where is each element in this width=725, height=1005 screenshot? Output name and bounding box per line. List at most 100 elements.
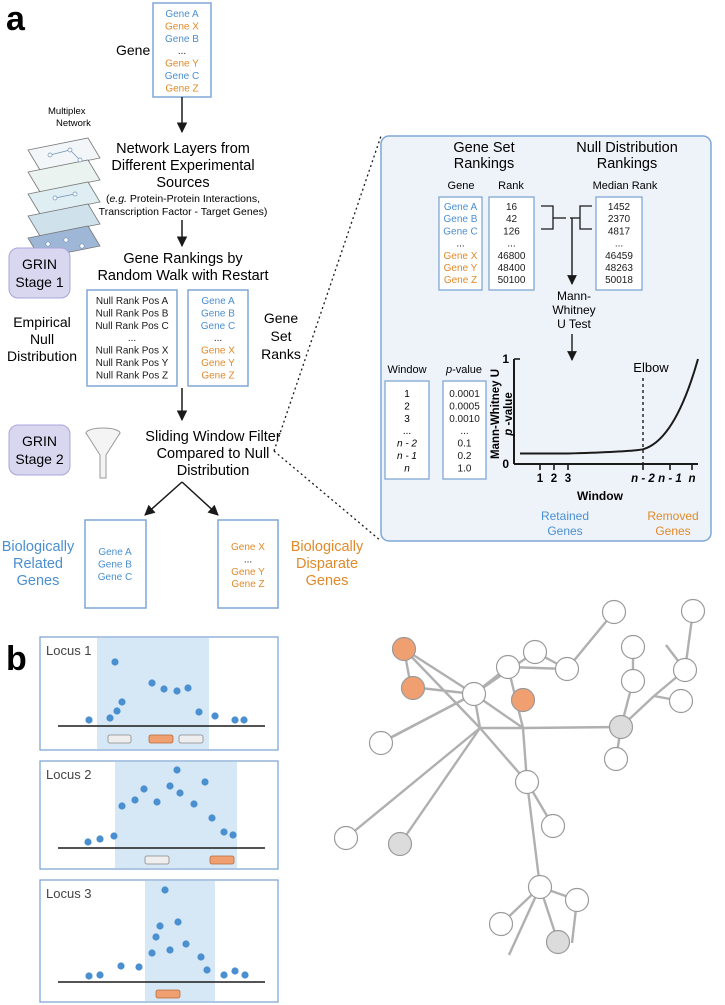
col-rank: Rank <box>498 180 524 192</box>
network-node <box>601 599 627 625</box>
network-layers-2: Different Experimental <box>111 158 254 174</box>
disparate-gene-item: ... <box>244 554 252 565</box>
gsr-title-1: Gene Set <box>453 140 514 156</box>
locus-2-panel: Locus 2 <box>39 760 279 870</box>
x-axis-label: Window <box>577 489 624 503</box>
network-node <box>680 598 706 624</box>
null-rank-item: ... <box>128 333 136 344</box>
null-rank-item: Null Rank Pos C <box>95 321 168 332</box>
inset-gene-item: Gene X <box>444 251 478 262</box>
col-gene: Gene <box>448 180 475 192</box>
col-median-rank: Median Rank <box>593 180 658 192</box>
inset-rank-item: 16 <box>506 202 518 213</box>
arrow-4 <box>144 481 183 516</box>
callout-line-bottom <box>273 450 382 542</box>
col-window: Window <box>387 364 426 376</box>
network-node <box>620 668 646 694</box>
set-ranks-box <box>187 289 249 387</box>
gene-set-item: Gene C <box>165 71 199 82</box>
network-node <box>522 639 548 665</box>
gene-set-item: Gene B <box>165 34 199 45</box>
inset-median-item: 50018 <box>605 275 633 286</box>
gene-set-ranks-1: Gene <box>264 310 298 326</box>
retained-1: Retained <box>541 509 589 523</box>
network-node <box>620 634 646 660</box>
inset-gene-item: ... <box>456 239 464 250</box>
set-rank-item: Gene Y <box>201 358 235 369</box>
window-item: ... <box>403 426 411 437</box>
gene-set-item: Gene X <box>165 21 199 32</box>
pvalue-curve <box>520 358 699 455</box>
locus-3-label: Locus 3 <box>46 886 92 901</box>
inset-median-item: 2370 <box>608 214 631 225</box>
empirical-null-3: Distribution <box>7 348 77 364</box>
network-node <box>527 874 553 900</box>
set-rank-item: ... <box>214 333 222 344</box>
null-rank-item: Null Rank Pos Z <box>96 370 168 381</box>
set-rank-item: Gene A <box>201 296 235 307</box>
network-node <box>545 929 571 955</box>
disparate-gene-item: Gene X <box>231 542 265 553</box>
callout-line-top <box>273 135 382 452</box>
network-node <box>514 769 540 795</box>
network-node <box>608 714 634 740</box>
gene-rankings-1: Gene Rankings by <box>123 251 243 267</box>
inset-median-box <box>595 196 643 291</box>
set-rank-item: Gene C <box>201 321 235 332</box>
disparate-label-1: Biologically <box>291 539 364 555</box>
pvalue-box <box>442 380 487 480</box>
stage2-badge <box>8 424 71 476</box>
set-rank-item: Gene B <box>201 308 235 319</box>
inset-gene-item: Gene Y <box>444 263 478 274</box>
empirical-null-2: Null <box>30 331 54 347</box>
gene-set-item: Gene Y <box>165 59 199 70</box>
gene-set-item: Gene Z <box>165 83 198 94</box>
y-axis-label-2: p -value <box>503 392 515 436</box>
inset-gene-item: Gene Z <box>444 275 477 286</box>
y-tick-label: 1 <box>502 352 509 366</box>
window-list: 123...n - 2n - 1n <box>397 389 417 474</box>
stage1-badge <box>8 247 71 299</box>
inset-rank-item: ... <box>507 239 515 250</box>
pvalue-item: 0.0005 <box>449 401 480 412</box>
gene-set-ranks-3: Ranks <box>261 346 301 362</box>
network-node <box>400 675 426 701</box>
pvalue-item: 0.0010 <box>449 414 480 425</box>
disparate-gene-item: Gene Y <box>231 567 265 578</box>
pvalue-item: 0.2 <box>458 451 472 462</box>
related-gene-item: Gene C <box>98 572 132 583</box>
empirical-null-1: Empirical <box>13 314 71 330</box>
network-layers-1: Network Layers from <box>116 141 250 157</box>
inset-rank-item: 48400 <box>498 263 526 274</box>
inset-median-item: 1452 <box>608 202 631 213</box>
locus-1-label: Locus 1 <box>46 643 92 658</box>
network-node <box>668 688 694 714</box>
inset-median-item: 4817 <box>608 226 631 237</box>
disparate-gene-item: Gene Z <box>231 579 264 590</box>
null-ranks-box <box>86 289 178 387</box>
arrow-5 <box>181 481 219 516</box>
related-gene-item: Gene B <box>98 559 132 570</box>
gsr-title-2: Rankings <box>454 156 514 172</box>
inset-rank-item: 42 <box>506 214 518 225</box>
network-node <box>540 813 566 839</box>
pvalue-item: 1.0 <box>458 463 472 474</box>
removed-2: Genes <box>655 524 690 538</box>
x-tick-label: 3 <box>565 473 571 485</box>
network-node <box>488 911 514 937</box>
network-node <box>461 681 487 707</box>
inset-rank-item: 46800 <box>498 251 526 262</box>
locus-2-label: Locus 2 <box>46 767 92 782</box>
x-tick-label: 2 <box>551 473 557 485</box>
stage2-label-2: Stage 2 <box>15 451 63 467</box>
inset-rank-item: 50100 <box>498 275 526 286</box>
y-axis-label: Mann-Whitney U <box>490 369 502 459</box>
disparate-label-3: Genes <box>306 573 349 589</box>
x-tick-label: 1 <box>537 473 544 485</box>
